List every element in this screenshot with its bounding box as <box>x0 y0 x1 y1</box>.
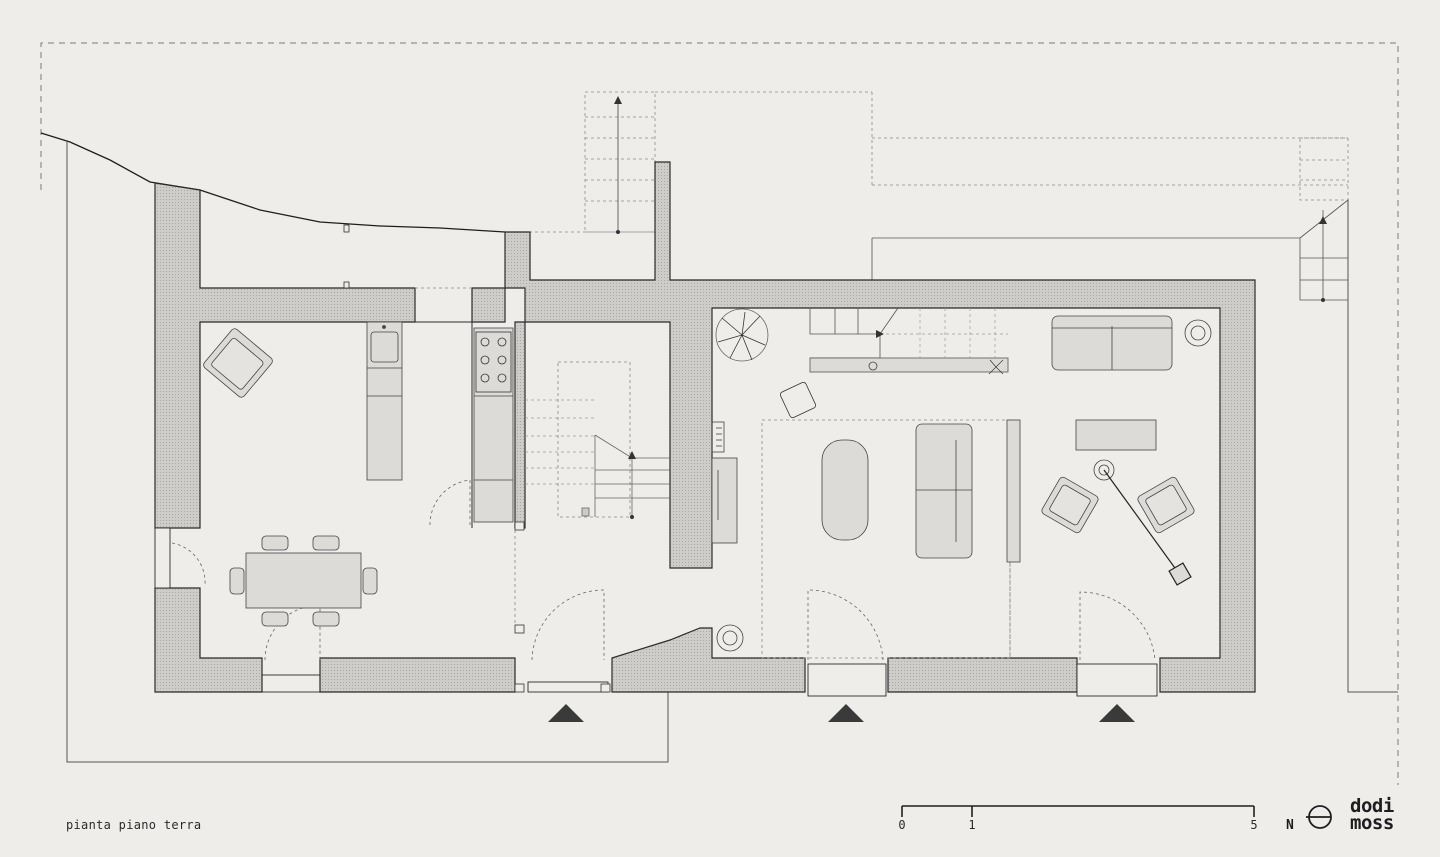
armchair-right <box>1137 476 1195 534</box>
stair-arrow-icon <box>614 96 622 104</box>
plant-icon <box>715 308 769 362</box>
wall-details <box>343 224 611 693</box>
coffee-table <box>821 439 869 541</box>
door-swings <box>171 479 1156 661</box>
corridor-stair-dashed <box>525 399 595 485</box>
side-chair <box>779 381 817 419</box>
terrain-line <box>40 132 506 233</box>
living-stair-dashed <box>880 308 1008 358</box>
stair-arrow-icon <box>628 451 636 459</box>
exterior-stair-east <box>871 199 1349 301</box>
stair-arrow-icon <box>1319 216 1327 224</box>
logo-line-1: dodi <box>1350 795 1394 817</box>
stair-arrow-icon <box>876 330 884 338</box>
entrance-arrow-icon <box>1099 704 1135 722</box>
scale-label-1: 1 <box>968 818 976 832</box>
scale-label-0: 0 <box>898 818 906 832</box>
console-table <box>1075 419 1157 451</box>
entrance-arrows <box>548 704 1135 722</box>
sofa-center <box>915 423 973 559</box>
room-outlines <box>200 321 670 528</box>
exterior-stair-north <box>505 91 873 233</box>
sofa-top <box>1051 315 1173 371</box>
corridor-stair <box>581 434 670 517</box>
armchair-left <box>1041 476 1099 534</box>
site-edge-lines <box>66 142 1398 763</box>
scale-bar <box>901 805 1255 817</box>
kitchen-counter <box>366 321 514 523</box>
brand-logo: dodi moss <box>1350 795 1410 834</box>
living-stair <box>809 307 1009 373</box>
plant-icon <box>988 359 1004 375</box>
lamp-icon <box>868 361 878 371</box>
fireplace <box>711 421 738 544</box>
north-label: N <box>1286 818 1294 833</box>
bottom-openings <box>154 527 1158 697</box>
entrance-arrow-icon <box>548 704 584 722</box>
sink-icon <box>370 325 399 363</box>
stove-burner-icon <box>475 331 512 393</box>
dining-table <box>229 535 378 627</box>
logo-line-2: moss <box>1350 812 1394 834</box>
scale-label-5: 5 <box>1250 818 1258 832</box>
floor-lamp <box>1103 469 1192 586</box>
drawing-title: pianta piano terra <box>66 818 202 832</box>
site-boundary <box>40 42 1399 785</box>
stool-icon <box>716 319 1212 652</box>
entrance-arrow-icon <box>828 704 864 722</box>
armchair-kitchen <box>203 328 273 398</box>
divider-shelf <box>1006 419 1021 563</box>
east-terrace <box>872 137 1349 201</box>
north-arrow-icon <box>1306 805 1332 829</box>
